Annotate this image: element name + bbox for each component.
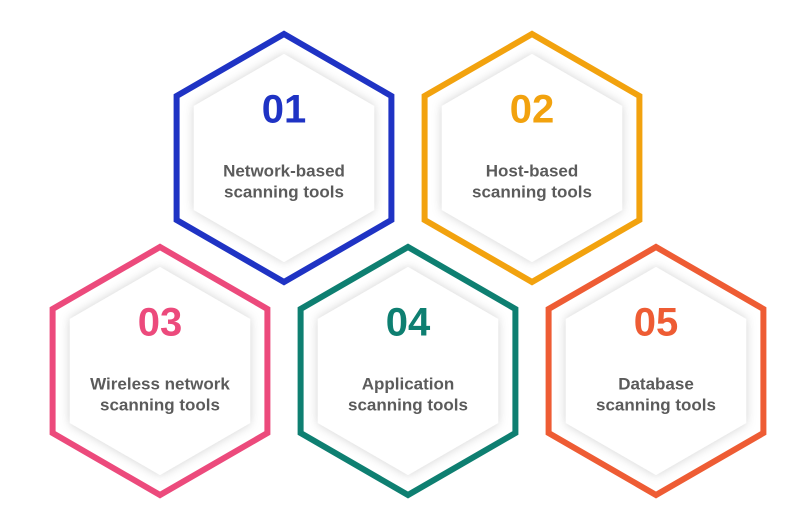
hexagon-01-number: 01 bbox=[262, 88, 307, 132]
hexagon-05-label-line1: Database bbox=[618, 374, 694, 393]
hexagon-05-number: 05 bbox=[634, 301, 679, 345]
hexagon-01: 01 Network-based scanning tools bbox=[173, 30, 395, 286]
hexagon-05: 05 Database scanning tools bbox=[545, 243, 767, 499]
hexagon-03: 03 Wireless network scanning tools bbox=[49, 243, 271, 499]
hexagon-01-label-line1: Network-based bbox=[223, 161, 345, 180]
hexagon-02-label-line1: Host-based bbox=[486, 161, 579, 180]
hexagon-02-label-line2: scanning tools bbox=[472, 182, 592, 201]
hexagon-04-number: 04 bbox=[386, 301, 431, 345]
hexagon-03-inner bbox=[69, 267, 251, 475]
hexagon-03-number: 03 bbox=[138, 301, 183, 345]
hexagon-03-label-line1: Wireless network bbox=[90, 374, 230, 393]
hexagon-02-inner bbox=[441, 54, 623, 262]
hexagon-04-inner bbox=[317, 267, 499, 475]
hexagon-05-label-line2: scanning tools bbox=[596, 395, 716, 414]
hexagon-01-label-line2: scanning tools bbox=[224, 182, 344, 201]
hexagon-04: 04 Application scanning tools bbox=[297, 243, 519, 499]
hexagon-02-number: 02 bbox=[510, 88, 555, 132]
hexagon-05-inner bbox=[565, 267, 747, 475]
hexagon-04-label-line2: scanning tools bbox=[348, 395, 468, 414]
hexagon-04-label-line1: Application bbox=[362, 374, 455, 393]
hexagon-01-inner bbox=[193, 54, 375, 262]
hexagon-03-label-line2: scanning tools bbox=[100, 395, 220, 414]
hexagon-02: 02 Host-based scanning tools bbox=[421, 30, 643, 286]
